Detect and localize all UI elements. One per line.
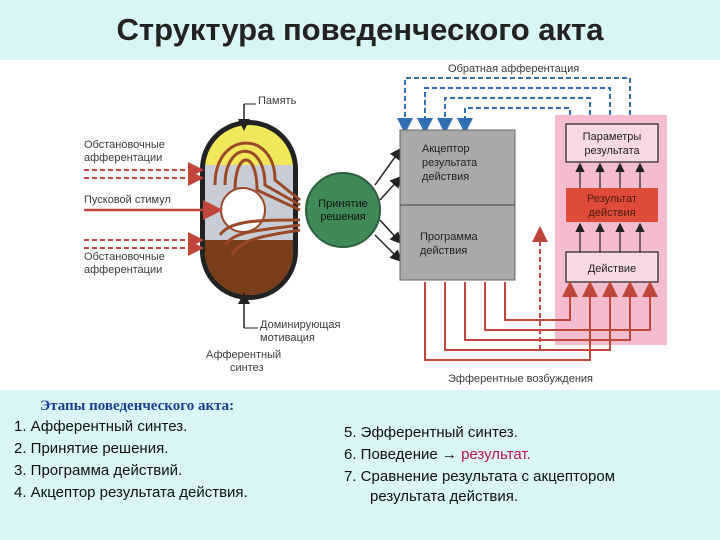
stage-1: 1. Афферентный синтез.	[14, 418, 188, 435]
stage-6-prefix: 6. Поведение →	[344, 446, 462, 463]
acceptor-program-block: Акцептор результата действия Программа д…	[399, 129, 516, 281]
afferent-synthesis-capsule	[200, 120, 298, 300]
stage-7-line-1: 7. Сравнение результата с акцептором	[344, 468, 616, 485]
stage-7-line-2: результата действия.	[370, 488, 519, 505]
motivation-label-1: Доминирующая	[260, 319, 341, 331]
stage-6: 6. Поведение → результат.	[344, 446, 531, 463]
params-label-2: результата	[584, 145, 640, 157]
program-label-2: действия	[420, 245, 467, 257]
stage-6-accent: результат.	[461, 446, 531, 463]
stage-3: 3. Программа действий.	[14, 462, 183, 479]
decision-node: Принятие решения	[305, 172, 381, 248]
stages-heading: Этапы поведенческого акта:	[40, 398, 235, 414]
feedback-arrows	[397, 77, 631, 134]
decision-label-2: решения	[320, 211, 365, 223]
acceptor-label-3: действия	[422, 171, 469, 183]
situational-bottom-label-2: афферентации	[84, 264, 162, 276]
decision-label-1: Принятие	[318, 198, 368, 210]
motivation-label-2: мотивация	[260, 332, 315, 344]
memory-label: Память	[258, 95, 297, 107]
program-label-1: Программа	[420, 231, 479, 243]
trigger-label: Пусковой стимул	[84, 194, 171, 206]
afferent-synthesis-label-1: Афферентный	[206, 349, 281, 361]
result-internal-arrows	[575, 162, 645, 252]
situational-top-label-1: Обстановочные	[84, 139, 165, 151]
situational-top-label-2: афферентации	[84, 152, 162, 164]
stage-5: 5. Эфферентный синтез.	[344, 424, 518, 441]
acceptor-label-2: результата	[422, 157, 478, 169]
afferent-synthesis-label-2: синтез	[230, 362, 264, 374]
brown-fibers	[213, 141, 301, 256]
acceptor-label-1: Акцептор	[422, 143, 470, 155]
situational-top-arrows	[84, 162, 204, 186]
stage-2: 2. Принятие решения.	[14, 440, 169, 457]
feedback-label: Обратная афферентация	[448, 63, 579, 75]
efferent-label: Эфферентные возбуждения	[448, 373, 593, 385]
situational-bottom-label-1: Обстановочные	[84, 251, 165, 263]
stage-4: 4. Акцептор результата действия.	[14, 484, 248, 501]
behavior-act-diagram: Обратная афферентация Память Обстановочн…	[0, 60, 720, 390]
decision-output-arrows	[374, 147, 403, 263]
efferent-arrows	[424, 281, 658, 361]
action-label: Действие	[588, 263, 636, 275]
result-label-2: действия	[588, 207, 635, 219]
situational-bottom-arrows	[84, 232, 204, 256]
params-label-1: Параметры	[583, 131, 642, 143]
page-title: Структура поведенческого акта	[116, 12, 604, 47]
result-label-1: Результат	[587, 193, 637, 205]
